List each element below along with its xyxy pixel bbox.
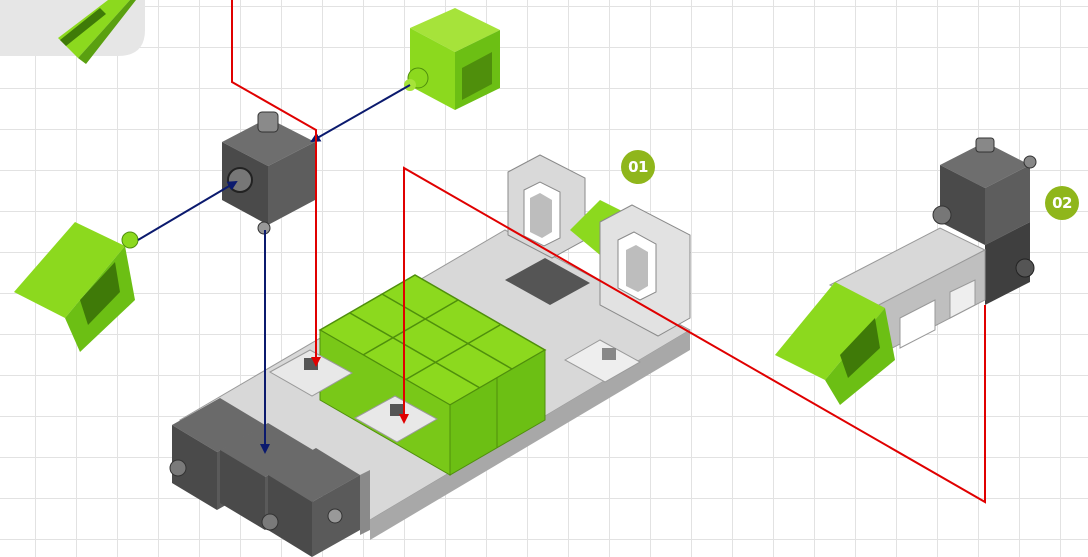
step-number-badge-01: 01 [621, 150, 655, 184]
step-two-assembly [775, 137, 1037, 405]
arrow-step-two-to-socket [399, 166, 986, 504]
assembly-arrows [137, 0, 986, 504]
base-assembly [169, 154, 692, 557]
upright-bracket-front [599, 204, 691, 337]
stud-sockets [268, 339, 642, 443]
lime-cube-connector [404, 8, 500, 110]
arrow-corner-to-socket [231, 0, 321, 367]
step-number-badge-02: 02 [1045, 186, 1079, 220]
dark-cube-row [169, 398, 370, 557]
arrow-lime-to-dark [310, 84, 411, 142]
dark-cube-connector [222, 111, 315, 235]
lime-angled-wedge [14, 222, 139, 352]
arrow-wedge-to-dark [137, 180, 238, 241]
corner-panel [0, 0, 145, 64]
